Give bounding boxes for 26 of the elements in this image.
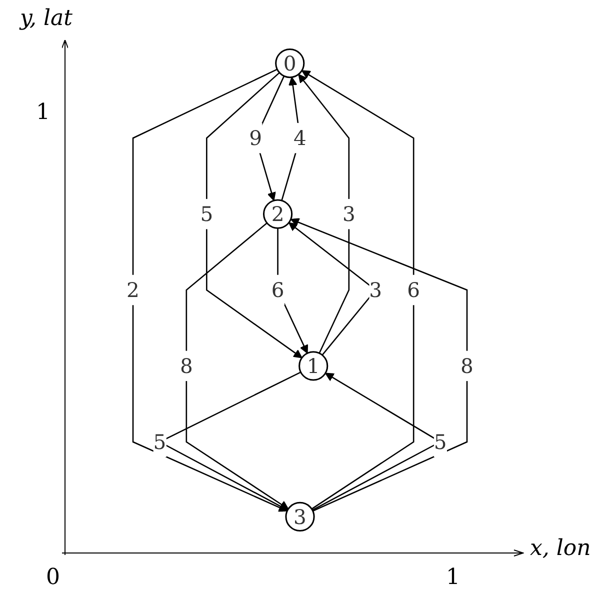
edge-label: 5 [153, 430, 166, 454]
tick-label: 0 [46, 565, 60, 590]
edge-label: 3 [369, 278, 382, 302]
edge-label: 6 [271, 278, 284, 302]
tick-label: 1 [36, 100, 50, 125]
node-circle: 1 [298, 351, 328, 381]
node-circle: 2 [262, 199, 293, 229]
arrow [301, 70, 414, 510]
edge-label: 8 [460, 354, 474, 378]
tick-label: 1 [446, 565, 460, 590]
edge-label: 3 [342, 202, 356, 226]
edge-label: 9 [249, 126, 262, 150]
edge-label: 5 [434, 430, 447, 454]
node-circle: 0 [275, 48, 305, 78]
axis-label: x, lon [530, 536, 591, 561]
arrow [290, 218, 468, 512]
edge-label: 6 [407, 278, 420, 302]
edge-label: 5 [200, 202, 214, 226]
arrow [298, 74, 350, 354]
edge-label: 2 [126, 278, 140, 302]
arrow [132, 68, 288, 512]
axis-label: y, lat [20, 6, 72, 31]
arrow [186, 222, 289, 510]
edge-label: 4 [294, 126, 306, 150]
edge-label: 8 [180, 354, 193, 378]
node-circle: 3 [285, 502, 315, 532]
